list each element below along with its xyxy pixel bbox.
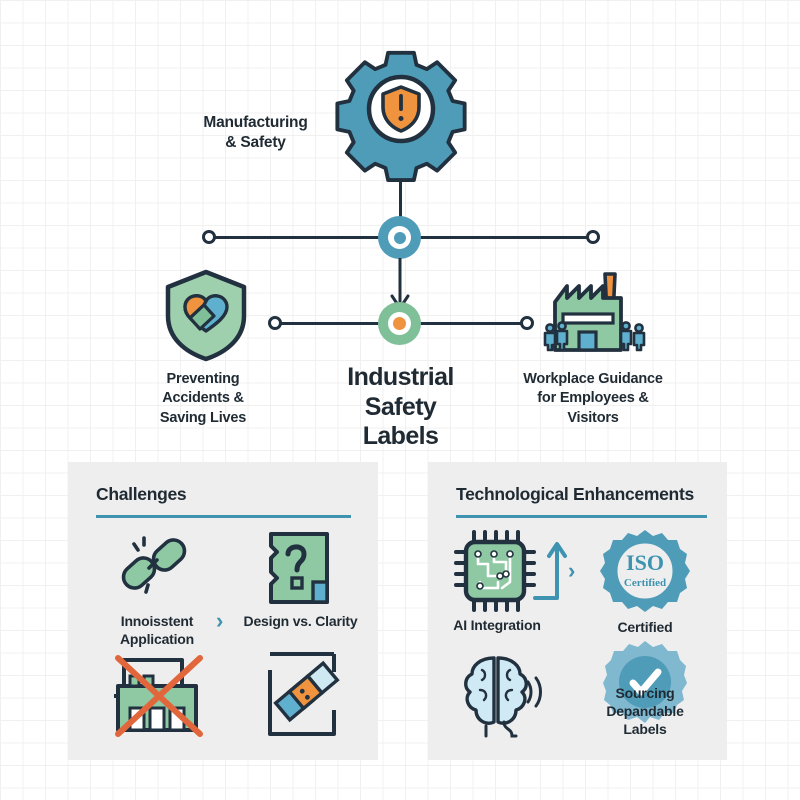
hub-node-primary-core (393, 231, 406, 244)
factory-people-icon (541, 272, 649, 362)
workplace-label-line2: for Employees & (537, 390, 649, 407)
row1-line-right (419, 236, 592, 239)
tech-separator-chevron: › (568, 558, 576, 583)
gear-shield-alert-icon (330, 42, 472, 184)
panel-challenges: Challenges Innoisstent Application › (68, 462, 378, 760)
document-question-mark-icon (267, 532, 337, 606)
sourcing-label-line1: Sourcing (615, 685, 675, 701)
inconsistent-label-line2: Application (119, 631, 195, 648)
row2-line-left (275, 322, 381, 325)
growth-arrow-icon (533, 538, 567, 602)
cpu-chip-icon (454, 530, 536, 612)
design-vs-clarity-label: Design vs. Clarity (233, 612, 368, 630)
gear-to-node-stem (399, 180, 402, 220)
iso-certified-badge-icon: ISO Certified (600, 528, 690, 618)
preventing-label-line2: Accidents & (162, 390, 244, 407)
panel-technological-enhancements: Technological Enhancements (428, 462, 727, 760)
preventing-label-line3: Saving Lives (159, 409, 247, 426)
row1-endpoint-right (586, 230, 600, 244)
row2-endpoint-left (268, 316, 282, 330)
brain-signal-icon (456, 652, 552, 744)
page-title: Industrial Safety Labels (313, 363, 488, 452)
certified-label-line1: Certified (617, 619, 673, 635)
inconsistent-application-label: Innoisstent Application (96, 612, 218, 648)
row2-endpoint-right (520, 316, 534, 330)
manufacturing-safety-label: Manufacturing & Safety (178, 113, 333, 153)
hub-node-primary (378, 216, 421, 259)
factory-crossed-out-icon (110, 650, 210, 742)
svg-text:Certified: Certified (624, 577, 666, 589)
mfg-label-line1: Manufacturing (203, 114, 308, 131)
panel-challenges-rule (96, 515, 351, 518)
preventing-accidents-label: Preventing Accidents & Saving Lives (128, 370, 278, 428)
shield-heart-icon (160, 268, 252, 363)
inconsistent-label-line1: Innoisstent (120, 613, 194, 629)
workplace-label-line3: Visitors (567, 409, 619, 426)
panel-tech-rule (456, 515, 707, 518)
design-clarity-label-line1: Design vs. Clarity (243, 613, 358, 629)
ai-integration-label: AI Integration (442, 616, 552, 634)
certified-label: Certified (590, 618, 700, 636)
row2-line-right (419, 322, 526, 325)
sourcing-label-line3: Labels (623, 721, 667, 738)
broken-chain-icon (116, 530, 196, 608)
workplace-guidance-label: Workplace Guidance for Employees & Visit… (498, 370, 688, 428)
panel-tech-title: Technological Enhancements (456, 484, 694, 504)
eraser-marker-icon (264, 650, 350, 740)
sourcing-label-line2: Depandable (606, 703, 684, 720)
preventing-label-line1: Preventing (166, 371, 240, 387)
sourcing-dependable-labels-label: Sourcing Depandable Labels (585, 684, 705, 739)
check-badge-icon (603, 640, 687, 724)
page-title-line3: Labels (362, 422, 439, 450)
page-title-line2: Safety (364, 392, 437, 421)
workplace-label-line1: Workplace Guidance (523, 371, 663, 387)
page-title-line1: Industrial (347, 363, 454, 391)
row1-endpoint-left (202, 230, 216, 244)
challenges-separator-chevron: › (216, 608, 224, 633)
ai-integration-label-line1: AI Integration (453, 617, 541, 633)
panel-challenges-title: Challenges (96, 484, 187, 504)
row1-line-left (209, 236, 381, 239)
svg-text:ISO: ISO (626, 550, 664, 575)
hub-node-secondary (378, 302, 421, 345)
mfg-label-line2: & Safety (225, 134, 286, 152)
hub-node-secondary-core (393, 317, 406, 330)
